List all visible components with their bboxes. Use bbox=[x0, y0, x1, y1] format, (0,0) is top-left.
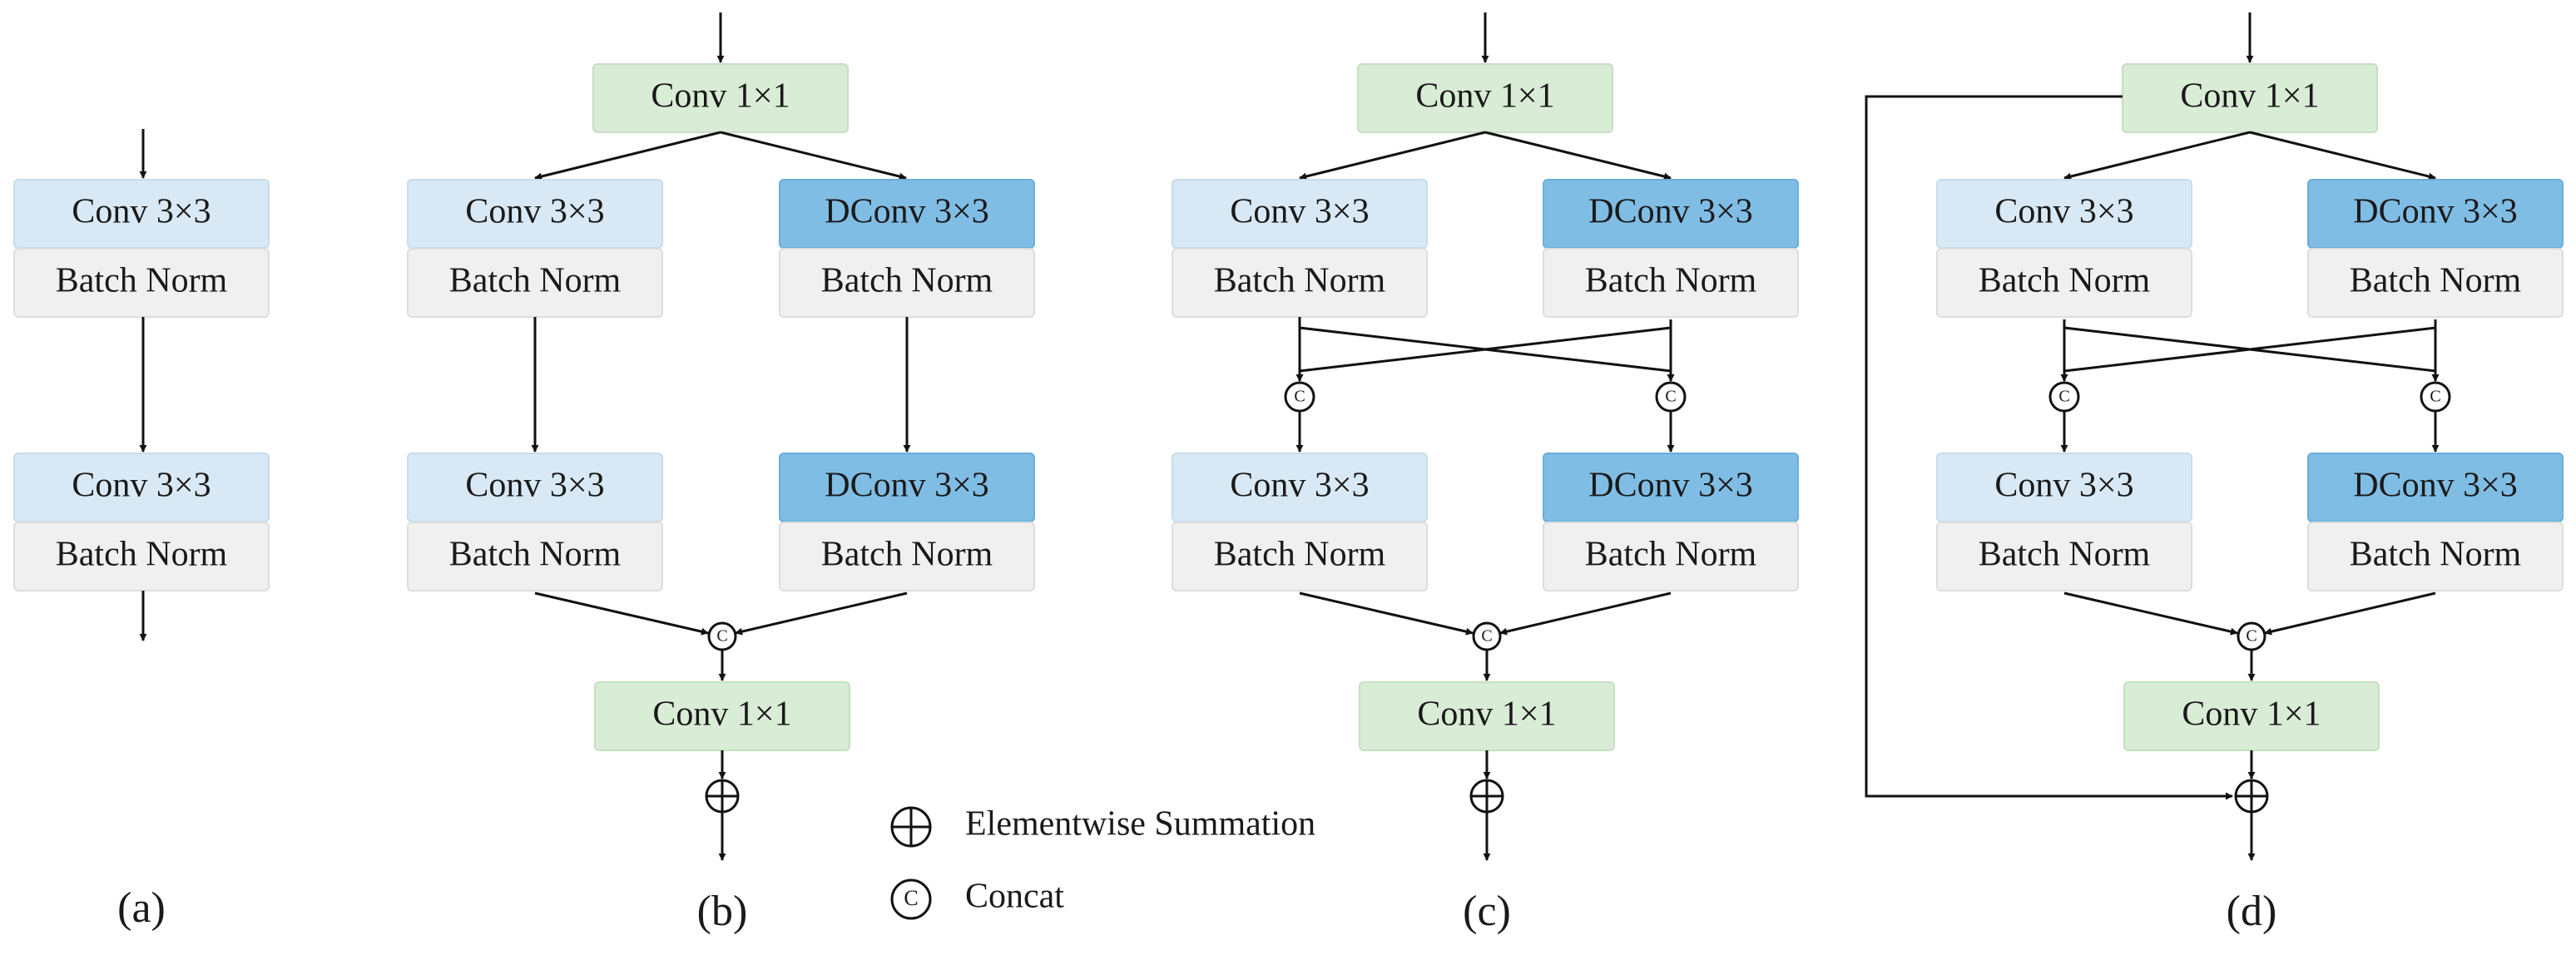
concat-icon: C bbox=[2420, 381, 2451, 413]
conv1x1-label: Conv 1×1 bbox=[2182, 695, 2321, 734]
svg-text:C: C bbox=[1294, 388, 1305, 406]
arrow bbox=[534, 131, 721, 181]
concat-icon: C bbox=[2048, 381, 2080, 413]
arrow bbox=[2063, 131, 2251, 181]
conv1x1-label: Conv 1×1 bbox=[651, 77, 790, 116]
arrow bbox=[720, 131, 907, 181]
batchnorm-box bbox=[1936, 248, 2192, 318]
arrow bbox=[534, 591, 709, 636]
cross-connector bbox=[1295, 319, 1672, 382]
panel-b-caption: (b) bbox=[697, 888, 748, 935]
batchnorm-box bbox=[1172, 522, 1428, 591]
concat-icon: C bbox=[1655, 381, 1687, 413]
dconv3x3-label: DConv 3×3 bbox=[1588, 193, 1753, 231]
conv3x3-label: Conv 3×3 bbox=[72, 193, 211, 231]
batchnorm-label: Batch Norm bbox=[821, 536, 993, 574]
sum-icon bbox=[2234, 779, 2269, 814]
conv1x1-label: Conv 1×1 bbox=[2180, 77, 2319, 116]
svg-text:C: C bbox=[2058, 388, 2069, 406]
circled-plus-icon bbox=[890, 806, 932, 848]
svg-text:C: C bbox=[904, 886, 918, 910]
concat-icon: C bbox=[1472, 621, 1502, 651]
arrow bbox=[2063, 591, 2238, 636]
conv3x3-label: Conv 3×3 bbox=[1994, 193, 2133, 231]
dconv3x3-label: DConv 3×3 bbox=[825, 467, 989, 505]
svg-text:C: C bbox=[2246, 627, 2256, 646]
dconv3x3-label: DConv 3×3 bbox=[2353, 467, 2518, 505]
batchnorm-box bbox=[13, 248, 270, 318]
panel-a-caption: (a) bbox=[117, 884, 166, 932]
batchnorm-label: Batch Norm bbox=[821, 262, 993, 300]
conv3x3-label: Conv 3×3 bbox=[1994, 467, 2133, 505]
batchnorm-label: Batch Norm bbox=[1979, 262, 2151, 300]
conv1x1-label: Conv 1×1 bbox=[652, 695, 791, 734]
batchnorm-box bbox=[407, 522, 663, 591]
panel-d-caption: (d) bbox=[2227, 888, 2277, 935]
arrow bbox=[1299, 591, 1474, 636]
conv1x1-label: Conv 1×1 bbox=[1417, 695, 1556, 734]
panel-c-caption: (c) bbox=[1463, 888, 1511, 935]
dconv3x3-label: DConv 3×3 bbox=[825, 193, 989, 231]
arrow bbox=[1299, 131, 1486, 181]
arrow bbox=[2249, 131, 2436, 181]
batchnorm-box bbox=[1936, 522, 2192, 591]
svg-text:C: C bbox=[716, 627, 727, 646]
batchnorm-label: Batch Norm bbox=[2350, 536, 2522, 574]
conv3x3-label: Conv 3×3 bbox=[465, 467, 604, 505]
batchnorm-box bbox=[1543, 522, 1799, 591]
arrow bbox=[735, 591, 908, 636]
legend: Elementwise Summation C Concat bbox=[890, 805, 1315, 920]
svg-text:C: C bbox=[1665, 388, 1676, 406]
panel-a: Conv 3×3 Batch Norm Conv 3×3 Batch Norm … bbox=[13, 129, 270, 932]
panel-b: Conv 1×1 Conv 3×3 Batch Norm DConv 3×3 B… bbox=[407, 12, 1035, 935]
batchnorm-box bbox=[779, 522, 1035, 591]
conv3x3-label: Conv 3×3 bbox=[1230, 467, 1369, 505]
dconv3x3-label: DConv 3×3 bbox=[1588, 467, 1753, 505]
legend-sum-label: Elementwise Summation bbox=[965, 805, 1315, 844]
batchnorm-label: Batch Norm bbox=[1979, 536, 2151, 574]
concat-icon: C bbox=[2237, 621, 2266, 651]
sum-icon bbox=[1469, 779, 1504, 814]
batchnorm-label: Batch Norm bbox=[449, 536, 622, 574]
batchnorm-label: Batch Norm bbox=[1214, 536, 1386, 574]
legend-concat-label: Concat bbox=[965, 878, 1064, 916]
conv3x3-label: Conv 3×3 bbox=[465, 193, 604, 231]
sum-icon bbox=[705, 779, 740, 814]
circled-c-icon: C bbox=[890, 878, 932, 920]
batchnorm-box bbox=[2307, 522, 2564, 591]
batchnorm-label: Batch Norm bbox=[2350, 262, 2522, 300]
skip-connection bbox=[1865, 95, 2233, 800]
batchnorm-label: Batch Norm bbox=[56, 262, 228, 300]
concat-icon: C bbox=[707, 621, 737, 651]
panel-d: Conv 1×1 Conv 3×3 Batch Norm DConv 3×3 B… bbox=[1865, 12, 2564, 935]
batchnorm-label: Batch Norm bbox=[449, 262, 622, 300]
dconv3x3-label: DConv 3×3 bbox=[2353, 193, 2518, 231]
batchnorm-box bbox=[2307, 248, 2564, 318]
conv3x3-label: Conv 3×3 bbox=[1230, 193, 1369, 231]
svg-text:C: C bbox=[2430, 388, 2440, 406]
svg-text:C: C bbox=[1481, 627, 1492, 646]
batchnorm-box bbox=[13, 522, 270, 591]
batchnorm-label: Batch Norm bbox=[1585, 262, 1757, 300]
batchnorm-label: Batch Norm bbox=[1214, 262, 1386, 300]
concat-icon: C bbox=[1284, 381, 1315, 413]
arrow bbox=[1484, 131, 1672, 181]
conv1x1-label: Conv 1×1 bbox=[1415, 77, 1554, 116]
batchnorm-box bbox=[1543, 248, 1799, 318]
conv3x3-label: Conv 3×3 bbox=[72, 467, 211, 505]
batchnorm-label: Batch Norm bbox=[1585, 536, 1757, 574]
batchnorm-label: Batch Norm bbox=[56, 536, 228, 574]
panel-c: Conv 1×1 Conv 3×3 Batch Norm DConv 3×3 B… bbox=[1172, 12, 1799, 935]
arrow bbox=[2264, 591, 2436, 636]
cross-connector bbox=[2060, 319, 2437, 382]
arrow bbox=[1499, 591, 1672, 636]
